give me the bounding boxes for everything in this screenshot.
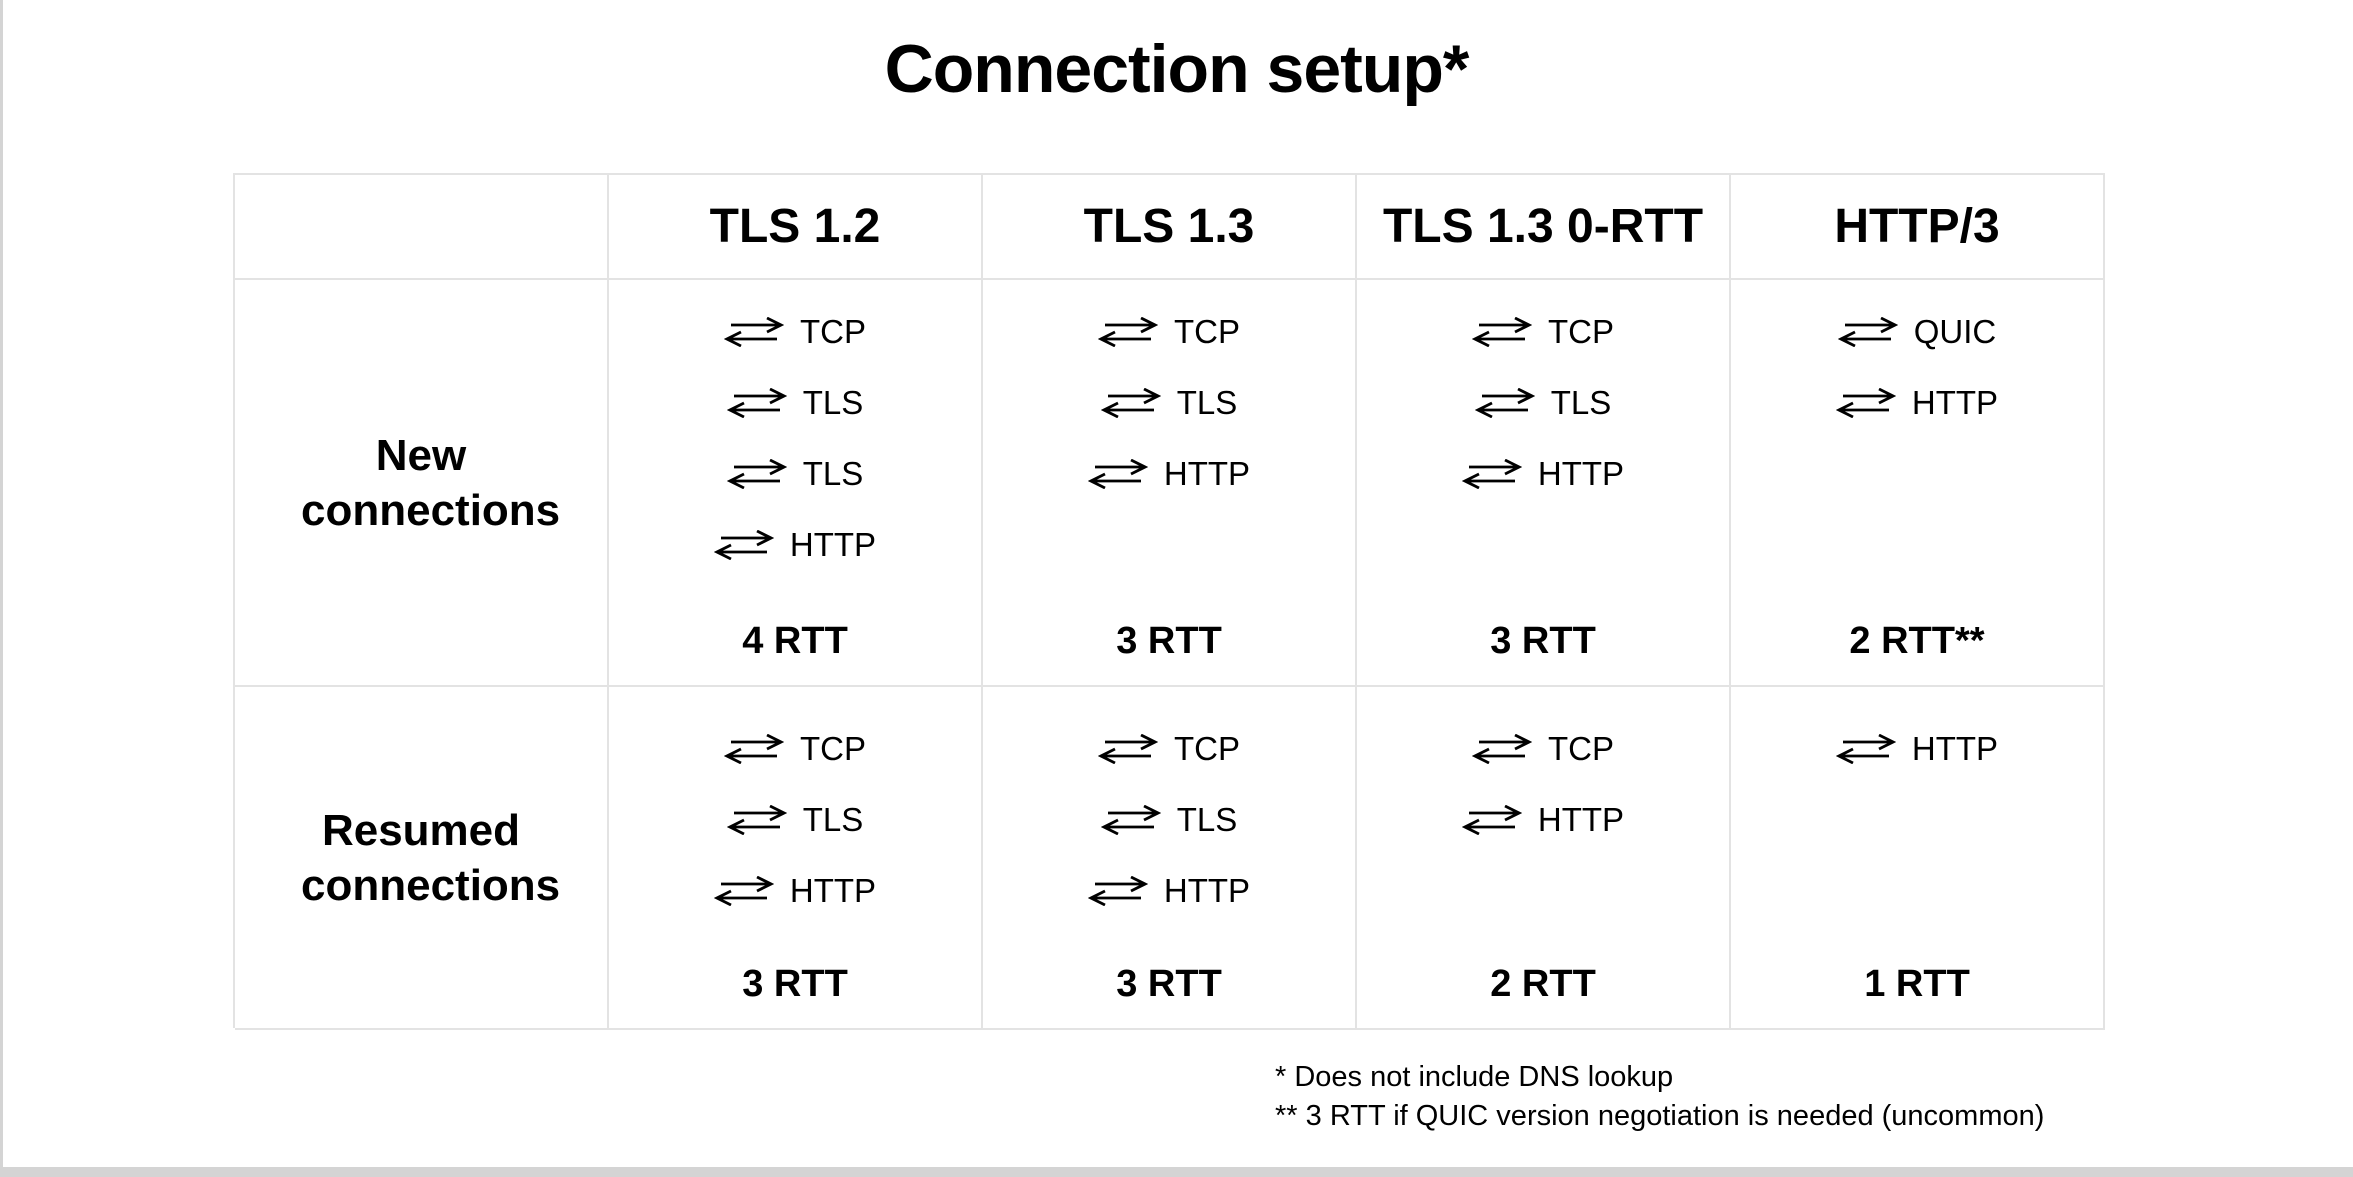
column-header-tls-1-3-0-rtt: TLS 1.3 0-RTT bbox=[1357, 175, 1731, 280]
column-header-tls-1-3: TLS 1.3 bbox=[983, 175, 1357, 280]
round-trip-arrow-icon bbox=[1098, 316, 1158, 347]
protocol-label: TLS bbox=[1176, 383, 1238, 421]
protocol-label: TLS bbox=[802, 383, 864, 421]
rtt-count-label: 3 RTT bbox=[1490, 620, 1596, 662]
protocol-label: HTTP bbox=[1537, 800, 1625, 838]
protocol-label: HTTP bbox=[789, 525, 877, 563]
rtt-count-label: 1 RTT bbox=[1864, 963, 1970, 1005]
rtt-count-label: 3 RTT bbox=[1116, 620, 1222, 662]
round-trip-step-http: HTTP bbox=[1731, 367, 2103, 438]
round-trip-step-tls: TLS bbox=[609, 784, 981, 855]
round-trip-arrow-icon bbox=[724, 733, 784, 764]
protocol-label: TCP bbox=[1174, 729, 1240, 767]
round-trip-arrow-icon bbox=[1461, 458, 1522, 489]
table-corner-cell bbox=[235, 175, 609, 280]
round-trip-step-http: HTTP bbox=[609, 509, 981, 580]
row-label-text: Resumed connections bbox=[301, 805, 561, 910]
row-label-text: New connections bbox=[301, 430, 561, 535]
round-trip-step-tls: TLS bbox=[609, 438, 981, 509]
protocol-label: TCP bbox=[1548, 729, 1614, 767]
protocol-label: TCP bbox=[800, 729, 866, 767]
round-trip-arrow-icon bbox=[713, 529, 774, 560]
round-trip-step-http: HTTP bbox=[1731, 713, 2103, 784]
round-trip-arrow-icon bbox=[1472, 316, 1532, 347]
round-trip-arrow-icon bbox=[1100, 804, 1161, 835]
round-trip-arrow-icon bbox=[726, 458, 787, 489]
slide-left-edge bbox=[0, 0, 3, 1177]
protocol-label: HTTP bbox=[789, 871, 877, 909]
round-trip-arrow-icon bbox=[713, 875, 774, 906]
column-header-tls-1-2: TLS 1.2 bbox=[609, 175, 983, 280]
cell-new-connections-tls-1-2: TCP TLS TLS HTTP 4 RTT bbox=[609, 280, 983, 687]
round-trip-step-tcp: TCP bbox=[1357, 296, 1729, 367]
round-trip-arrow-icon bbox=[1474, 387, 1535, 418]
footnote-dns-lookup: * Does not include DNS lookup bbox=[1275, 1061, 1674, 1093]
column-header-http-3: HTTP/3 bbox=[1731, 175, 2105, 280]
round-trip-step-tls: TLS bbox=[983, 367, 1355, 438]
slide-bottom-edge bbox=[0, 1167, 2353, 1177]
footnotes: * Does not include DNS lookup ** 3 RTT i… bbox=[1275, 1058, 2044, 1136]
protocol-label: QUIC bbox=[1913, 312, 1997, 350]
rtt-count-label: 3 RTT bbox=[742, 963, 848, 1005]
round-trip-arrow-icon bbox=[1100, 387, 1161, 418]
cell-resumed-connections-tls-1-3-0-rtt: TCP HTTP 2 RTT bbox=[1357, 687, 1731, 1030]
protocol-label: TCP bbox=[1548, 312, 1614, 350]
round-trip-arrow-icon bbox=[726, 387, 787, 418]
round-trip-arrow-icon bbox=[1472, 733, 1532, 764]
cell-new-connections-tls-1-3: TCP TLS HTTP 3 RTT bbox=[983, 280, 1357, 687]
protocol-label: TLS bbox=[1176, 800, 1238, 838]
round-trip-arrow-icon bbox=[1087, 875, 1148, 906]
round-trip-arrow-icon bbox=[724, 316, 784, 347]
round-trip-step-http: HTTP bbox=[1357, 784, 1729, 855]
round-trip-step-tcp: TCP bbox=[609, 713, 981, 784]
cell-resumed-connections-tls-1-2: TCP TLS HTTP 3 RTT bbox=[609, 687, 983, 1030]
rtt-count-label: 4 RTT bbox=[742, 620, 848, 662]
cell-new-connections-http-3: QUIC HTTP 2 RTT** bbox=[1731, 280, 2105, 687]
round-trip-arrow-icon bbox=[1835, 733, 1896, 764]
rtt-count-label: 2 RTT** bbox=[1849, 620, 1985, 662]
round-trip-step-tcp: TCP bbox=[983, 713, 1355, 784]
round-trip-step-tls: TLS bbox=[983, 784, 1355, 855]
round-trip-arrow-icon bbox=[1461, 804, 1522, 835]
cell-resumed-connections-http-3: HTTP 1 RTT bbox=[1731, 687, 2105, 1030]
round-trip-step-quic: QUIC bbox=[1731, 296, 2103, 367]
rtt-count-label: 2 RTT bbox=[1490, 963, 1596, 1005]
round-trip-step-http: HTTP bbox=[983, 438, 1355, 509]
round-trip-arrow-icon bbox=[1835, 387, 1896, 418]
round-trip-step-http: HTTP bbox=[983, 855, 1355, 926]
round-trip-step-http: HTTP bbox=[609, 855, 981, 926]
round-trip-arrow-icon bbox=[726, 804, 787, 835]
round-trip-step-http: HTTP bbox=[1357, 438, 1729, 509]
rtt-count-label: 3 RTT bbox=[1116, 963, 1222, 1005]
round-trip-arrow-icon bbox=[1837, 316, 1898, 347]
protocol-label: TLS bbox=[802, 454, 864, 492]
cell-resumed-connections-tls-1-3: TCP TLS HTTP 3 RTT bbox=[983, 687, 1357, 1030]
round-trip-step-tcp: TCP bbox=[983, 296, 1355, 367]
round-trip-step-tls: TLS bbox=[1357, 367, 1729, 438]
protocol-label: TCP bbox=[1174, 312, 1240, 350]
page-title: Connection setup* bbox=[884, 31, 1470, 107]
round-trip-step-tcp: TCP bbox=[609, 296, 981, 367]
protocol-label: TCP bbox=[800, 312, 866, 350]
protocol-label: HTTP bbox=[1537, 454, 1625, 492]
protocol-label: TLS bbox=[1550, 383, 1612, 421]
cell-new-connections-tls-1-3-0-rtt: TCP TLS HTTP 3 RTT bbox=[1357, 280, 1731, 687]
protocol-label: HTTP bbox=[1163, 871, 1251, 909]
round-trip-step-tls: TLS bbox=[609, 367, 981, 438]
row-label-resumed-connections: Resumed connections bbox=[235, 687, 609, 1030]
protocol-label: HTTP bbox=[1911, 383, 1999, 421]
round-trip-arrow-icon bbox=[1087, 458, 1148, 489]
protocol-label: HTTP bbox=[1911, 729, 1999, 767]
round-trip-arrow-icon bbox=[1098, 733, 1158, 764]
protocol-label: TLS bbox=[802, 800, 864, 838]
footnote-quic-negotiation: ** 3 RTT if QUIC version negotiation is … bbox=[1275, 1100, 2045, 1132]
protocol-label: HTTP bbox=[1163, 454, 1251, 492]
row-label-new-connections: New connections bbox=[235, 280, 609, 687]
round-trip-step-tcp: TCP bbox=[1357, 713, 1729, 784]
